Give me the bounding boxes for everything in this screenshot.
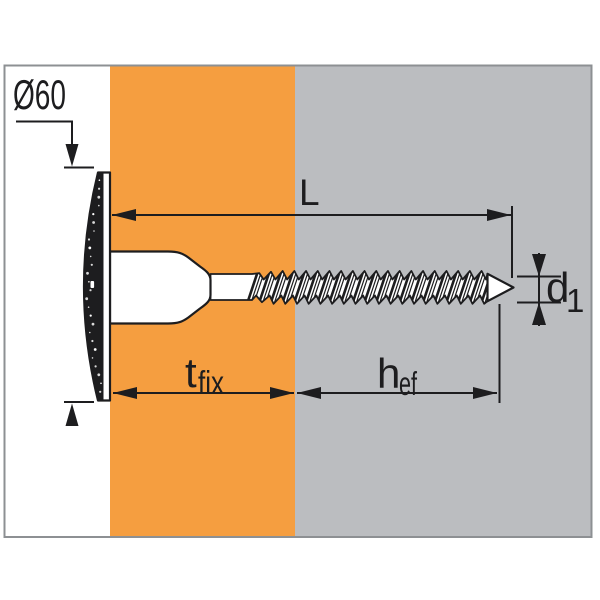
d1-subscript: 1 bbox=[566, 282, 584, 319]
d1-label: d bbox=[546, 264, 569, 311]
arrow-down-icon bbox=[532, 254, 546, 277]
leader-line bbox=[16, 120, 73, 147]
screw-tip bbox=[486, 272, 515, 303]
arrow-up-icon bbox=[65, 403, 79, 426]
dimension-head-diameter: Ø60 bbox=[13, 71, 94, 426]
hef-label: h bbox=[377, 350, 400, 397]
hef-subscript: ef bbox=[399, 365, 418, 402]
arrow-down-icon bbox=[65, 144, 79, 167]
dimension-shank-diameter: d 1 bbox=[517, 253, 584, 326]
arrow-left-icon bbox=[113, 387, 137, 399]
arrow-left-icon bbox=[112, 209, 136, 221]
arrow-left-icon bbox=[297, 387, 321, 399]
dimension-length: L bbox=[112, 172, 513, 278]
tfix-label: t bbox=[185, 349, 197, 396]
frame-border bbox=[3, 64, 593, 538]
arrow-right-icon bbox=[270, 387, 294, 399]
dimension-embedment-depth: h ef bbox=[297, 304, 501, 403]
screw-sleeve bbox=[108, 250, 212, 325]
head-diameter-label: Ø60 bbox=[13, 71, 66, 118]
washer-texture-dots bbox=[85, 179, 102, 393]
arrow-right-icon bbox=[473, 387, 497, 399]
arrow-up-icon bbox=[532, 302, 546, 325]
arrow-right-icon bbox=[487, 209, 511, 221]
dimension-fixture-thickness: t fix bbox=[113, 349, 294, 401]
tfix-subscript: fix bbox=[198, 364, 224, 401]
washer-plate bbox=[82, 171, 112, 402]
washer-notch bbox=[90, 281, 95, 288]
length-label: L bbox=[299, 172, 320, 213]
